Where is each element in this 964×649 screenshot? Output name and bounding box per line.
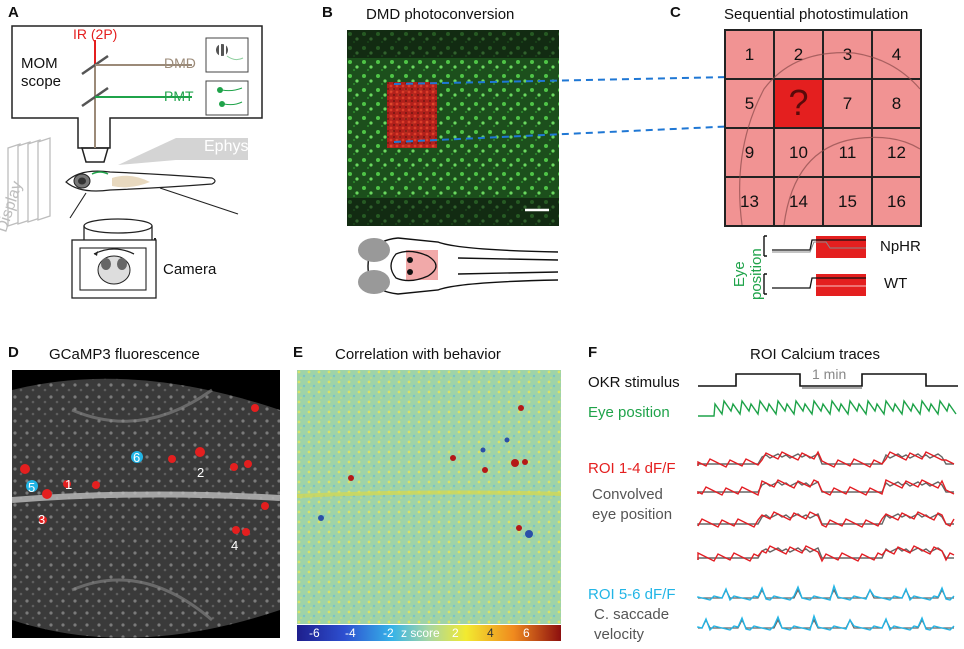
- gcamp3-image: [12, 370, 280, 638]
- roi-red-trace: [697, 478, 955, 497]
- grid-cell: 2: [774, 30, 823, 79]
- roi-red-trace: [697, 511, 955, 528]
- eye-position-label: Eye position: [588, 404, 670, 421]
- panel-a-schematic: [7, 25, 263, 299]
- grid-cell: 12: [872, 128, 921, 177]
- nphr-label: NpHR: [880, 238, 921, 255]
- eye-position-trace: [698, 399, 957, 417]
- colorbar-tick: -6: [309, 626, 320, 640]
- roi-red-trace: [697, 450, 955, 468]
- convolved-eye-label: Convolved eye position: [592, 486, 673, 523]
- fish-head-outline: [358, 237, 559, 295]
- roi-red-trace: [697, 545, 955, 563]
- mom-scope-label: MOM scope: [21, 55, 62, 90]
- panel-b-label: B: [322, 4, 333, 21]
- photostim-grid: 1 2 3 4 5 ? 7 8 9 10 11 12 13 14 15 16: [724, 29, 922, 227]
- grid-cell: 11: [823, 128, 872, 177]
- colorbar-ticks: -6 -4 -2 z score 2 4 6: [297, 625, 561, 641]
- roi-1-4-label: ROI 1-4 dF/F: [588, 460, 676, 477]
- panel-b-title: DMD photoconversion: [366, 6, 515, 23]
- dmd-label: DMD: [164, 55, 196, 71]
- colorbar-tick: 6: [523, 626, 530, 640]
- grid-cell: 7: [823, 79, 872, 128]
- grid-cell: 4: [872, 30, 921, 79]
- panel-f-label: F: [588, 344, 598, 361]
- grid-cell: 13: [725, 177, 774, 226]
- grid-cell: 3: [823, 30, 872, 79]
- roi-label-5: 5: [28, 480, 36, 495]
- eye-position-traces: [763, 235, 866, 296]
- grid-cell: 15: [823, 177, 872, 226]
- roi-label-2: 2: [197, 465, 205, 480]
- roi-label-4: 4: [231, 538, 239, 553]
- camera-label: Camera: [163, 261, 217, 278]
- correlation-map: [297, 370, 561, 624]
- panel-c-label: C: [670, 4, 681, 21]
- pmt-label: PMT: [164, 88, 194, 104]
- roi-5-6-label: ROI 5-6 dF/F: [588, 586, 676, 603]
- time-scale-label: 1 min: [812, 366, 847, 382]
- convolved-eye-trace: [697, 481, 954, 494]
- panel-d-label: D: [8, 344, 19, 361]
- dmd-photoconversion-image: [347, 30, 559, 226]
- zscore-colorbar: [297, 625, 561, 641]
- colorbar-tick: 2: [452, 626, 459, 640]
- roi-cyan-trace: [697, 613, 955, 632]
- okr-stimulus-trace: [698, 373, 958, 387]
- roi-label-1: 1: [65, 477, 73, 492]
- panel-d-title: GCaMP3 fluorescence: [49, 346, 200, 363]
- roi-cyan-trace: [697, 583, 955, 602]
- grid-cell: 14: [774, 177, 823, 226]
- panel-c-title: Sequential photostimulation: [724, 6, 909, 23]
- grid-cell: 10: [774, 128, 823, 177]
- grid-cell: 9: [725, 128, 774, 177]
- grid-cell-selected: ?: [774, 79, 823, 128]
- colorbar-tick: z score: [401, 626, 440, 640]
- colorbar-tick: 4: [487, 626, 494, 640]
- ephys-label: Ephys: [204, 138, 249, 155]
- grid-cell: 8: [872, 79, 921, 128]
- grid-cell: 16: [872, 177, 921, 226]
- panel-f-title: ROI Calcium traces: [750, 346, 881, 363]
- roi-label-3: 3: [38, 512, 46, 527]
- okr-stimulus-label: OKR stimulus: [588, 374, 680, 391]
- grid-cell: 1: [725, 30, 774, 79]
- saccade-velocity-label: C. saccade velocity: [594, 606, 670, 643]
- wt-label: WT: [884, 275, 908, 292]
- panel-a-label: A: [8, 4, 19, 21]
- roi-calcium-traces: [697, 373, 958, 632]
- grid-cell: 5: [725, 79, 774, 128]
- colorbar-tick: -4: [345, 626, 356, 640]
- panel-e-label: E: [293, 344, 304, 361]
- zoom-dashed-lines: [393, 76, 730, 143]
- colorbar-tick: -2: [383, 626, 394, 640]
- panel-e-title: Correlation with behavior: [335, 346, 501, 363]
- roi-label-6: 6: [133, 450, 141, 465]
- ir-label: IR (2P): [73, 26, 118, 42]
